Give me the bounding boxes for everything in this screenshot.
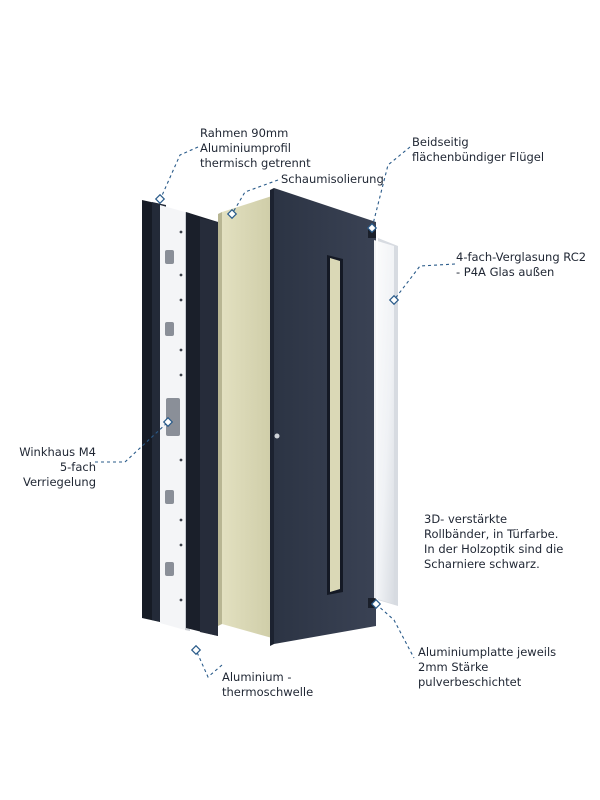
label-beidseitig: Beidseitig flächenbündiger Flügel: [412, 135, 545, 164]
inner-frame: [186, 212, 218, 636]
leader-aluplatte: [375, 603, 415, 659]
leader-winkhaus: [95, 421, 169, 463]
label-verglasung: 4-fach-Verglasung RC2 - P4A Glas außen: [456, 250, 587, 279]
lock-center: [166, 398, 180, 436]
lock-keeper: [165, 250, 174, 264]
frame-screws: [179, 230, 183, 602]
glazing-strip: [330, 258, 340, 592]
label-aluminiumplatte: Aluminiumplatte jeweils 2mm Stärke pulve…: [418, 645, 557, 689]
door-leaf: [270, 188, 376, 646]
leader-beidseitig: [371, 146, 411, 229]
label-schaumisolierung: Schaumisolierung: [281, 172, 384, 186]
label-rollbaender: 3D- verstärkte Rollbänder, in Türfarbe. …: [424, 512, 564, 571]
label-thermoschwelle: Aluminium - thermoschwelle: [222, 670, 314, 699]
leader-schwelle: [195, 649, 223, 678]
label-rahmen: Rahmen 90mm Aluminiumprofil thermisch ge…: [200, 126, 311, 170]
lock-keeper: [165, 490, 174, 504]
leader-lines: [95, 146, 456, 678]
door-knob: [274, 433, 280, 439]
label-winkhaus: Winkhaus M4 5-fach Verriegelung: [19, 445, 96, 489]
leader-rahmen: [159, 146, 199, 201]
glass-pane: [374, 238, 398, 606]
leader-markers: [154, 193, 400, 656]
lock-hardware: [165, 250, 180, 576]
lock-keeper: [165, 322, 174, 336]
leader-verglasung: [393, 263, 456, 301]
lock-keeper: [165, 562, 174, 576]
foam-insulation: [218, 196, 272, 638]
